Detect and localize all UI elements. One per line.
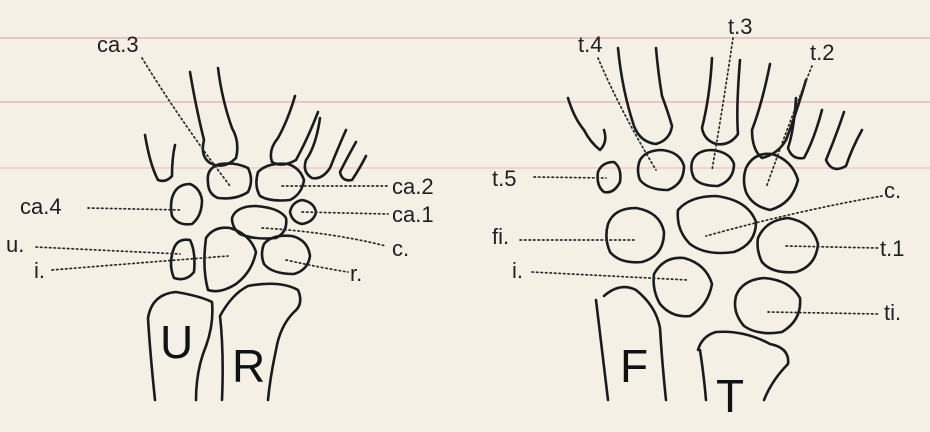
tarsal-t5 bbox=[598, 162, 621, 192]
pointer-i bbox=[52, 256, 228, 270]
label-ca1: ca.1 bbox=[392, 202, 434, 227]
label-fi: fi. bbox=[492, 224, 509, 249]
hand-diagram: U R ca.3 ca.4 ca.2 ca.1 c. u. i. r. bbox=[6, 32, 434, 400]
label-t5: t.5 bbox=[492, 166, 516, 191]
label-ca4: ca.4 bbox=[20, 194, 62, 219]
pointer-t1 bbox=[786, 246, 878, 248]
label-t1: t.1 bbox=[880, 236, 904, 261]
tarsal-t4 bbox=[638, 150, 684, 190]
ruled-lines bbox=[0, 38, 930, 168]
metatarsal-5 bbox=[788, 98, 822, 158]
tarsal-t1 bbox=[758, 218, 819, 272]
foot-diagram: F T t.4 t.3 t.2 t.5 c. fi. t.1 i. ti. bbox=[492, 14, 904, 422]
pointer-i-foot bbox=[532, 272, 688, 280]
pointer-t3 bbox=[712, 38, 733, 170]
pointer-ca4 bbox=[88, 208, 182, 210]
label-u: u. bbox=[6, 232, 24, 257]
pointer-ca3 bbox=[142, 58, 230, 186]
tarsal-c bbox=[678, 196, 756, 253]
label-ca3: ca.3 bbox=[97, 32, 139, 57]
label-t3: t.3 bbox=[728, 14, 752, 39]
label-ca2: ca.2 bbox=[392, 174, 434, 199]
metacarpal-2 bbox=[190, 68, 237, 166]
tarsal-ti bbox=[735, 278, 800, 333]
metacarpal-5 bbox=[340, 142, 366, 180]
label-ti: ti. bbox=[884, 300, 901, 325]
label-r: r. bbox=[350, 261, 362, 286]
label-i-hand: i. bbox=[34, 258, 45, 283]
label-t4: t.4 bbox=[578, 32, 602, 57]
pointer-t2 bbox=[766, 66, 812, 188]
label-c-foot: c. bbox=[884, 178, 901, 203]
carpal-ca2 bbox=[256, 164, 304, 201]
metatarsal-2 bbox=[618, 48, 672, 144]
label-c-hand: c. bbox=[392, 236, 409, 261]
pointer-r bbox=[286, 260, 348, 272]
tarsal-fi bbox=[606, 208, 664, 262]
carpal-ca4 bbox=[171, 184, 202, 224]
tarsal-i bbox=[654, 258, 712, 316]
label-t2: t.2 bbox=[810, 40, 834, 65]
metatarsal-4 bbox=[752, 64, 806, 158]
tibia-letter: T bbox=[716, 370, 744, 422]
carpal-i bbox=[204, 228, 256, 291]
radius-letter: R bbox=[232, 340, 265, 392]
metatarsal-6 bbox=[826, 112, 862, 169]
pointer-u bbox=[36, 247, 180, 254]
fibula-letter: F bbox=[620, 340, 648, 392]
metatarsal-1 bbox=[568, 98, 605, 150]
pointer-t5 bbox=[534, 177, 606, 178]
ulna-letter: U bbox=[160, 316, 193, 368]
carpal-r bbox=[262, 236, 310, 274]
label-i-foot: i. bbox=[512, 258, 523, 283]
metacarpal-1 bbox=[145, 135, 175, 181]
tarsal-t2 bbox=[744, 154, 798, 210]
pointer-c-foot bbox=[706, 196, 882, 236]
pointer-ti bbox=[768, 312, 880, 314]
